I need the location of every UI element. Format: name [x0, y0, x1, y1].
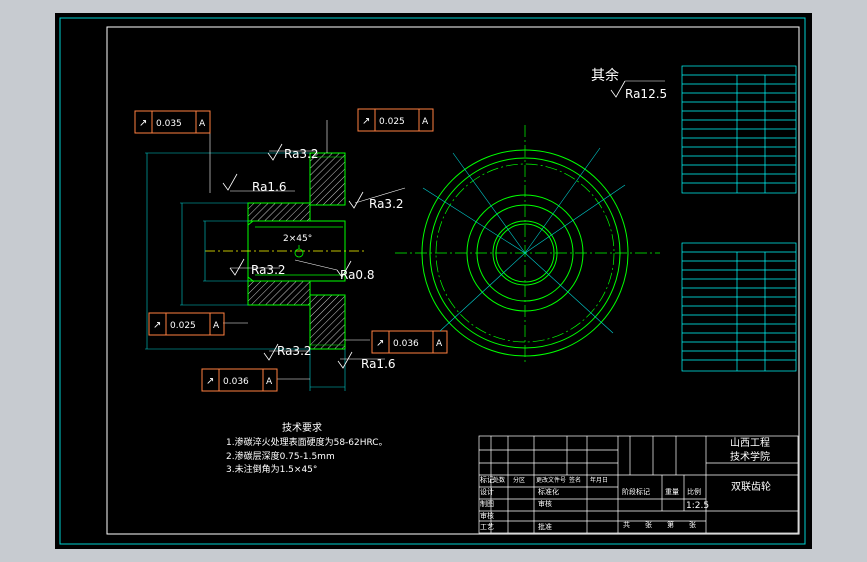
- svg-text:↗: ↗: [376, 338, 384, 349]
- outer-frame: [59, 17, 806, 545]
- svg-text:更改文件号: 更改文件号: [536, 476, 566, 484]
- svg-text:A: A: [422, 117, 429, 127]
- tech-requirements-title: 技术要求: [282, 421, 322, 434]
- svg-text:张: 张: [689, 520, 696, 529]
- svg-text:↗: ↗: [139, 118, 147, 129]
- tech-requirement-item: 2.渗碳层深度0.75-1.5mm: [226, 450, 335, 462]
- svg-text:A: A: [199, 119, 206, 129]
- svg-text:标记: 标记: [480, 475, 494, 484]
- section-hatch: [309, 152, 346, 206]
- svg-text:0.036: 0.036: [223, 377, 249, 387]
- scale-value: 1:2.5: [686, 501, 709, 511]
- ra-label: Ra3.2: [277, 344, 312, 358]
- section-hatch: [309, 294, 346, 350]
- svg-text:0.025: 0.025: [170, 321, 196, 331]
- other-surface-label: 其余: [591, 67, 619, 84]
- svg-text:审核: 审核: [538, 499, 552, 508]
- svg-text:共: 共: [623, 520, 630, 529]
- svg-text:↗: ↗: [362, 116, 370, 127]
- tolerance-frame: ↗ 0.025 A: [148, 312, 225, 336]
- ra-label: Ra3.2: [369, 197, 404, 211]
- svg-text:张: 张: [645, 520, 652, 529]
- section-hatch: [247, 202, 311, 222]
- svg-text:批准: 批准: [538, 522, 552, 531]
- drawing-border: [106, 26, 800, 535]
- svg-text:A: A: [213, 321, 220, 331]
- svg-text:↗: ↗: [153, 320, 161, 331]
- surface-finish-symbols: [222, 80, 626, 369]
- weight-label: 重量: [665, 488, 679, 496]
- svg-text:年月日: 年月日: [590, 476, 608, 484]
- ra-label: Ra1.6: [252, 180, 287, 194]
- svg-text:0.025: 0.025: [379, 117, 405, 127]
- school-name: 技术学院: [730, 450, 770, 463]
- svg-text:0.036: 0.036: [393, 339, 419, 349]
- tolerance-frame: ↗ 0.035 A: [134, 110, 211, 134]
- front-view: [395, 125, 660, 365]
- school-name: 山西工程: [730, 437, 770, 449]
- stage-label: 阶段标记: [622, 487, 650, 496]
- gear-parameter-table-2: [681, 242, 797, 372]
- ratio-label: 比例: [687, 487, 701, 496]
- drawing-name: 双联齿轮: [731, 480, 771, 493]
- ra-label: Ra3.2: [284, 147, 319, 161]
- other-surface-value: Ra12.5: [625, 87, 667, 101]
- cad-viewport[interactable]: Ra3.2 Ra1.6 Ra3.2 Ra3.2 Ra0.8 Ra3.2 Ra1.…: [55, 13, 812, 549]
- svg-text:第: 第: [667, 520, 674, 529]
- section-view: [145, 120, 406, 391]
- ra-label: Ra0.8: [340, 268, 375, 282]
- svg-text:签名: 签名: [569, 476, 581, 484]
- tolerance-frame: ↗ 0.036 A: [201, 368, 278, 392]
- svg-text:处数: 处数: [493, 476, 505, 484]
- tolerance-frame: ↗ 0.036 A: [371, 330, 448, 354]
- tech-requirement-item: 1.渗碳淬火处理表面硬度为58-62HRC。: [226, 436, 388, 448]
- svg-text:A: A: [266, 377, 273, 387]
- title-block: [478, 435, 799, 534]
- svg-text:A: A: [436, 339, 443, 349]
- tech-requirement-item: 3.未注倒角为1.5×45°: [226, 463, 317, 475]
- svg-text:↗: ↗: [206, 376, 214, 387]
- svg-text:标准化: 标准化: [538, 487, 559, 496]
- svg-text:审核: 审核: [480, 511, 494, 520]
- tolerance-frame: ↗ 0.025 A: [357, 108, 434, 132]
- svg-text:0.035: 0.035: [156, 119, 182, 129]
- chamfer-note: 2×45°: [283, 234, 312, 244]
- svg-text:工艺: 工艺: [480, 523, 494, 531]
- section-hatch: [247, 280, 311, 306]
- svg-text:制图: 制图: [480, 499, 494, 508]
- svg-text:设计: 设计: [480, 487, 494, 496]
- gear-drawing: Ra3.2 Ra1.6 Ra3.2 Ra3.2 Ra0.8 Ra3.2 Ra1.…: [59, 17, 806, 545]
- svg-text:分区: 分区: [513, 476, 525, 484]
- ra-label: Ra1.6: [361, 357, 396, 371]
- gear-parameter-table-1: [681, 65, 797, 194]
- ra-label: Ra3.2: [251, 263, 286, 277]
